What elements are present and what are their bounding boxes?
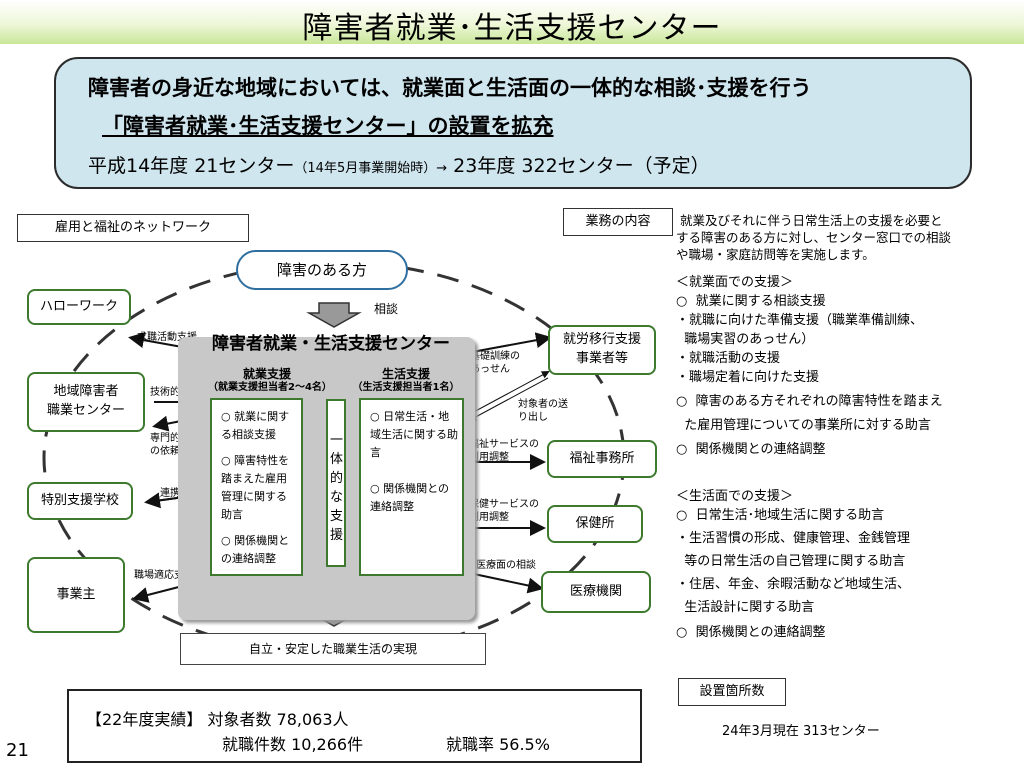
work-item: ○ 関係機関との連絡調整 [221, 534, 290, 565]
duties-tag: 業務の内容 [563, 208, 673, 236]
job-search-label: 求職活動支援 [137, 332, 197, 343]
duties-intro-line: や職場・家庭訪問等を実施します。 [676, 247, 875, 262]
duties-line: ・就職活動の支援 [676, 351, 781, 366]
referral-arrow-up [469, 371, 550, 415]
referral-arrow-down [468, 377, 549, 421]
duties-line: ○ 障害のある方それぞれの障害特性を踏まえ [676, 394, 943, 409]
duties-line: ・住居、年金、余暇活動など地域生活、 [676, 577, 911, 592]
work-item: ○ 就業に関する相談支援 [221, 410, 290, 441]
duties-line: ・生活習慣の形成、健康管理、金銭管理 [676, 531, 911, 546]
duties-life-section: ＜生活面での支援＞ ○ 日常生活･地域生活に関する助言 ・生活習慣の形成、健康管… [676, 487, 910, 642]
life-item: ○ 関係機関との連絡調整 [370, 482, 449, 513]
hellowork-box: ハローワーク [27, 289, 131, 325]
vocational-center-box: 地域障害者 職業センター [27, 372, 145, 432]
welfare-use-label: 福祉サービスの 利用調整 [469, 439, 539, 463]
work-support-panel: ○ 就業に関する相談支援 ○ 障害特性を踏まえた雇用管理に関する助言 ○ 関係機… [210, 398, 303, 576]
summary-line-1: 障害者の身近な地域においては、就業面と生活面の一体的な相談･支援を行う [88, 76, 812, 100]
page-title: 障害者就業･生活支援センター [302, 11, 722, 46]
duties-line: 等の日常生活の自己管理に関する助言 [676, 554, 906, 569]
basic-training-label: 基礎訓練の あっせん [470, 351, 520, 375]
special-school-box: 特別支援学校 [27, 482, 133, 520]
duties-line: ○ 関係機関との連絡調整 [676, 442, 826, 457]
duties-line: 生活設計に関する助言 [676, 600, 815, 615]
title-bar [0, 0, 1024, 44]
transition-box: 就労移行支援 事業者等 [548, 325, 656, 375]
duties-intro: 就業及びそれに伴う日常生活上の支援を必要と する障害のある方に対し、センター窓口… [676, 212, 951, 263]
life-support-staff: （生活支援担当者1名） [352, 382, 460, 393]
locations-value: 24年3月現在 313センター [722, 724, 880, 739]
page-number: 21 [6, 740, 29, 761]
summary-line-2: 「障害者就業･生活支援センター」の設置を拡充 [102, 114, 554, 138]
duties-intro-line: する障害のある方に対し、センター窓口での相談 [676, 230, 952, 245]
duties-work-section: ＜就業面での支援＞ ○ 就業に関する相談支援 ・就職に向けた準備支援（職業準備訓… [676, 273, 943, 459]
duties-work-head: ＜就業面での支援＞ [676, 275, 794, 290]
specialist-label: 専門的支援 の依頼 [150, 433, 200, 457]
life-item: ○ 日常生活・地域生活に関する助言 [370, 410, 458, 459]
medical-arrow [473, 573, 544, 594]
welfare-office-box: 福祉事務所 [547, 440, 657, 478]
summary-start: 平成14年度 21センター [88, 155, 295, 177]
referral-label: 対象者の送 り出し [518, 399, 568, 423]
duties-intro-line: 就業及びそれに伴う日常生活上の支援を必要と [676, 213, 943, 228]
duties-line: ・就職に向けた準備支援（職業準備訓練、 [676, 313, 924, 328]
results-jobs: 就職件数 10,266件 [222, 735, 364, 754]
life-support-title: 生活支援 [381, 367, 430, 381]
summary-line-3: 平成14年度 21センター（14年5月事業開始時）→ 23年度 322センター（… [88, 151, 710, 178]
basic-training-arrow [471, 332, 552, 353]
outcome-banner: 自立・安定した職業生活の実現 [180, 633, 486, 665]
adaptation-label: 職場適応支援 [134, 570, 194, 581]
life-support-head: 生活支援 （生活支援担当者1名） [346, 367, 466, 395]
person-pill: 障害のある方 [236, 250, 408, 290]
duties-line: 職場実習のあっせん） [676, 332, 815, 347]
life-support-panel: ○ 日常生活・地域生活に関する助言 ○ 関係機関との連絡調整 [359, 398, 464, 576]
consult-down-arrow [306, 302, 362, 328]
summary-start-note: （14年5月事業開始時）→ [294, 161, 448, 176]
duties-line: ○ 関係機関との連絡調整 [676, 625, 826, 640]
unified-support-bar: 一体的な支援 [326, 399, 346, 567]
work-support-head: 就業支援 （就業支援担当者2～4名） [208, 367, 332, 395]
unified-support-text: 一体的な支援 [330, 433, 344, 543]
network-label: 雇用と福祉のネットワーク [17, 214, 249, 242]
duties-line: ○ 就業に関する相談支援 [676, 294, 826, 309]
summary-box [54, 57, 972, 189]
technical-label: 技術的支援 [150, 387, 200, 398]
health-center-box: 保健所 [547, 505, 643, 543]
health-use-label: 保健サービスの 利用調整 [469, 499, 539, 523]
center-title: 障害者就業・生活支援センター [212, 334, 450, 354]
results-box [67, 689, 642, 763]
results-rate: 就職率 56.5% [446, 735, 550, 754]
work-support-title: 就業支援 [242, 367, 291, 381]
medical-consult-label: 医療面の相談 [476, 560, 536, 571]
summary-target: 23年度 322センター（予定） [453, 155, 710, 177]
work-item: ○ 障害特性を踏まえた雇用管理に関する助言 [221, 454, 290, 521]
locations-tag: 設置箇所数 [678, 678, 786, 706]
results-label: 【22年度実績】 対象者数 78,063人 [86, 710, 349, 729]
consult-label: 相談 [374, 302, 399, 316]
duties-life-head: ＜生活面での支援＞ [676, 489, 794, 504]
duties-line: ○ 日常生活･地域生活に関する助言 [676, 508, 885, 523]
hellowork-label: ハローワーク [39, 298, 118, 314]
duties-line: ・職場定着に向けた支援 [676, 370, 820, 385]
duties-line: た雇用管理についての事業所に対する助言 [676, 418, 931, 433]
coop-label: 連携 [160, 488, 180, 499]
work-support-staff: （就業支援担当者2～4名） [208, 382, 332, 393]
employer-box: 事業主 [27, 557, 125, 633]
medical-box: 医療機関 [541, 571, 651, 613]
